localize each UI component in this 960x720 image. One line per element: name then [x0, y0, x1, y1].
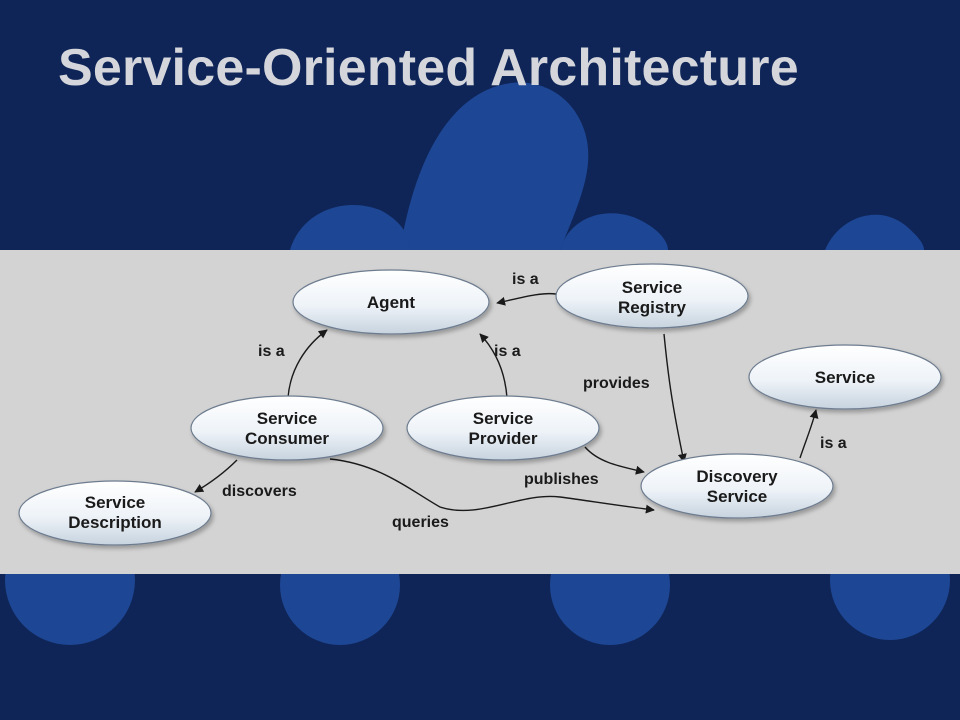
svg-text:Provider: Provider	[469, 429, 538, 448]
edge-provider-to-discovery	[584, 446, 645, 475]
edge-consumer-to-description	[194, 459, 238, 493]
edge-registry-to-discovery	[663, 333, 687, 463]
edge-discovery-to-service	[799, 409, 819, 459]
edge-consumer-to-discovery	[329, 458, 655, 514]
label-provider-to-agent: is a	[494, 343, 521, 360]
svg-text:Service: Service	[707, 487, 768, 506]
edge-consumer-to-agent	[287, 329, 328, 399]
label-consumer-to-discovery: queries	[392, 514, 449, 531]
label-provider-to-discovery: publishes	[524, 471, 599, 488]
label-registry-to-discovery: provides	[583, 375, 650, 392]
svg-text:Service: Service	[622, 278, 683, 297]
node-agent: Agent	[292, 269, 490, 335]
soa-diagram: Agent Service Registry Service Service C…	[0, 250, 960, 574]
svg-text:Agent: Agent	[367, 293, 416, 312]
svg-text:Registry: Registry	[618, 298, 687, 317]
label-consumer-to-description: discovers	[222, 483, 297, 500]
label-registry-to-agent: is a	[512, 271, 539, 288]
label-consumer-to-agent: is a	[258, 343, 285, 360]
svg-text:Description: Description	[68, 513, 162, 532]
svg-text:Service: Service	[257, 409, 318, 428]
node-service-consumer: Service Consumer	[190, 395, 384, 461]
edge-registry-to-agent	[496, 292, 557, 306]
svg-text:Consumer: Consumer	[245, 429, 329, 448]
label-discovery-to-service: is a	[820, 435, 847, 452]
svg-text:Service: Service	[85, 493, 146, 512]
svg-text:Discovery: Discovery	[696, 467, 778, 486]
svg-text:Service: Service	[815, 368, 876, 387]
node-service: Service	[748, 344, 942, 410]
node-service-registry: Service Registry	[555, 263, 749, 329]
slide-title: Service-Oriented Architecture	[58, 39, 799, 97]
node-service-description: Service Description	[18, 480, 212, 546]
edge-provider-to-agent	[479, 333, 508, 399]
svg-text:Service: Service	[473, 409, 534, 428]
node-discovery-service: Discovery Service	[640, 453, 834, 519]
node-service-provider: Service Provider	[406, 395, 600, 461]
